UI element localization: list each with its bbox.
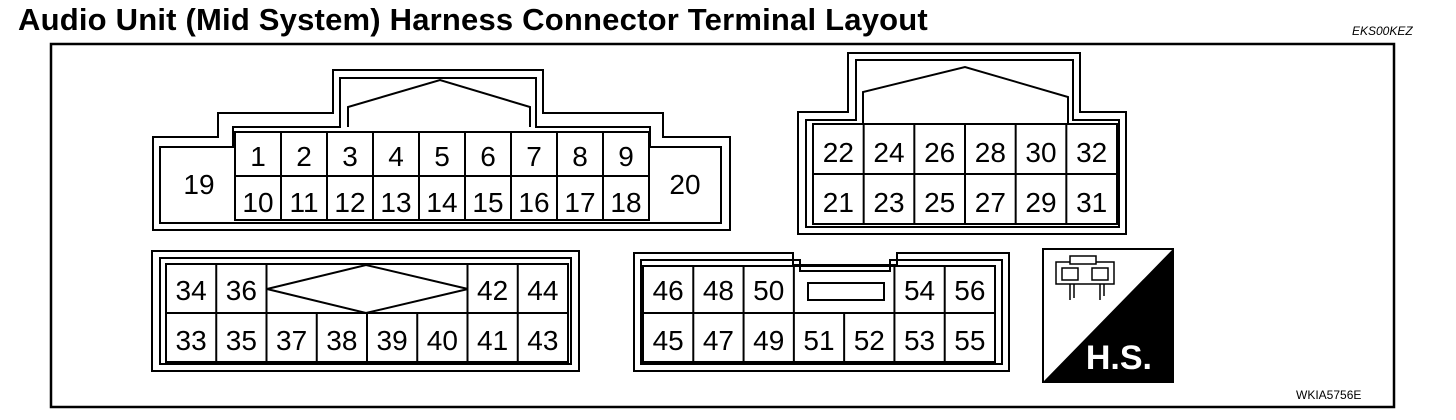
terminal-pin-8: 8 bbox=[572, 141, 588, 172]
terminal-pin-17: 17 bbox=[564, 187, 595, 218]
terminal-pin-41: 41 bbox=[477, 325, 508, 356]
terminal-pin-14: 14 bbox=[426, 187, 457, 218]
terminal-pin-50: 50 bbox=[753, 275, 784, 306]
terminal-pin-51: 51 bbox=[803, 325, 834, 356]
connector-b-labels: 22 24 26 28 30 32 21 23 25 27 29 31 bbox=[823, 137, 1107, 218]
diagram-frame bbox=[49, 42, 1396, 409]
reference-code-top: EKS00KEZ bbox=[1352, 24, 1413, 38]
terminal-pin-9: 9 bbox=[618, 141, 634, 172]
hs-label: H.S. bbox=[1086, 339, 1152, 377]
connector-d bbox=[633, 252, 1010, 372]
terminal-pin-26: 26 bbox=[924, 137, 955, 168]
terminal-pin-18: 18 bbox=[610, 187, 641, 218]
terminal-pin-34: 34 bbox=[176, 275, 207, 306]
terminal-pin-19: 19 bbox=[183, 169, 214, 200]
connector-c bbox=[151, 250, 580, 372]
terminal-pin-39: 39 bbox=[377, 325, 408, 356]
terminal-pin-38: 38 bbox=[326, 325, 357, 356]
terminal-pin-31: 31 bbox=[1076, 187, 1107, 218]
terminal-pin-52: 52 bbox=[854, 325, 885, 356]
terminal-pin-48: 48 bbox=[703, 275, 734, 306]
terminal-pin-23: 23 bbox=[873, 187, 904, 218]
terminal-pin-13: 13 bbox=[380, 187, 411, 218]
terminal-pin-20: 20 bbox=[669, 169, 700, 200]
connector-c-labels: 34 36 42 44 33 35 37 38 39 40 41 43 bbox=[176, 275, 559, 356]
terminal-pin-7: 7 bbox=[526, 141, 542, 172]
terminal-pin-44: 44 bbox=[527, 275, 558, 306]
terminal-pin-29: 29 bbox=[1025, 187, 1056, 218]
terminal-pin-35: 35 bbox=[226, 325, 257, 356]
harness-side-badge: H.S. bbox=[1042, 248, 1174, 383]
terminal-pin-28: 28 bbox=[975, 137, 1006, 168]
terminal-pin-24: 24 bbox=[873, 137, 904, 168]
terminal-pin-47: 47 bbox=[703, 325, 734, 356]
terminal-pin-33: 33 bbox=[176, 325, 207, 356]
terminal-pin-49: 49 bbox=[753, 325, 784, 356]
connector-b bbox=[797, 52, 1127, 235]
terminal-pin-2: 2 bbox=[296, 141, 312, 172]
terminal-pin-11: 11 bbox=[289, 187, 318, 218]
terminal-pin-25: 25 bbox=[924, 187, 955, 218]
terminal-pin-46: 46 bbox=[653, 275, 684, 306]
terminal-pin-12: 12 bbox=[334, 187, 365, 218]
terminal-pin-56: 56 bbox=[954, 275, 985, 306]
terminal-pin-45: 45 bbox=[653, 325, 684, 356]
terminal-pin-27: 27 bbox=[975, 187, 1006, 218]
terminal-pin-4: 4 bbox=[388, 141, 404, 172]
connector-plug-icon bbox=[1055, 255, 1115, 300]
terminal-pin-30: 30 bbox=[1025, 137, 1056, 168]
terminal-pin-54: 54 bbox=[904, 275, 935, 306]
terminal-pin-53: 53 bbox=[904, 325, 935, 356]
terminal-pin-5: 5 bbox=[434, 141, 450, 172]
terminal-pin-43: 43 bbox=[527, 325, 558, 356]
terminal-pin-16: 16 bbox=[518, 187, 549, 218]
terminal-pin-37: 37 bbox=[276, 325, 307, 356]
terminal-pin-21: 21 bbox=[823, 187, 854, 218]
reference-code-bottom: WKIA5756E bbox=[1296, 388, 1362, 402]
terminal-pin-32: 32 bbox=[1076, 137, 1107, 168]
connector-d-labels: 46 48 50 54 56 45 47 49 51 52 53 55 bbox=[653, 275, 986, 356]
terminal-pin-55: 55 bbox=[954, 325, 985, 356]
connector-a bbox=[152, 69, 731, 231]
terminal-pin-3: 3 bbox=[342, 141, 358, 172]
terminal-pin-1: 1 bbox=[250, 141, 266, 172]
terminal-pin-36: 36 bbox=[226, 275, 257, 306]
terminal-pin-40: 40 bbox=[427, 325, 458, 356]
terminal-pin-15: 15 bbox=[472, 187, 503, 218]
terminal-pin-22: 22 bbox=[823, 137, 854, 168]
terminal-pin-6: 6 bbox=[480, 141, 496, 172]
terminal-pin-42: 42 bbox=[477, 275, 508, 306]
page-title: Audio Unit (Mid System) Harness Connecto… bbox=[18, 2, 928, 37]
terminal-pin-10: 10 bbox=[242, 187, 273, 218]
